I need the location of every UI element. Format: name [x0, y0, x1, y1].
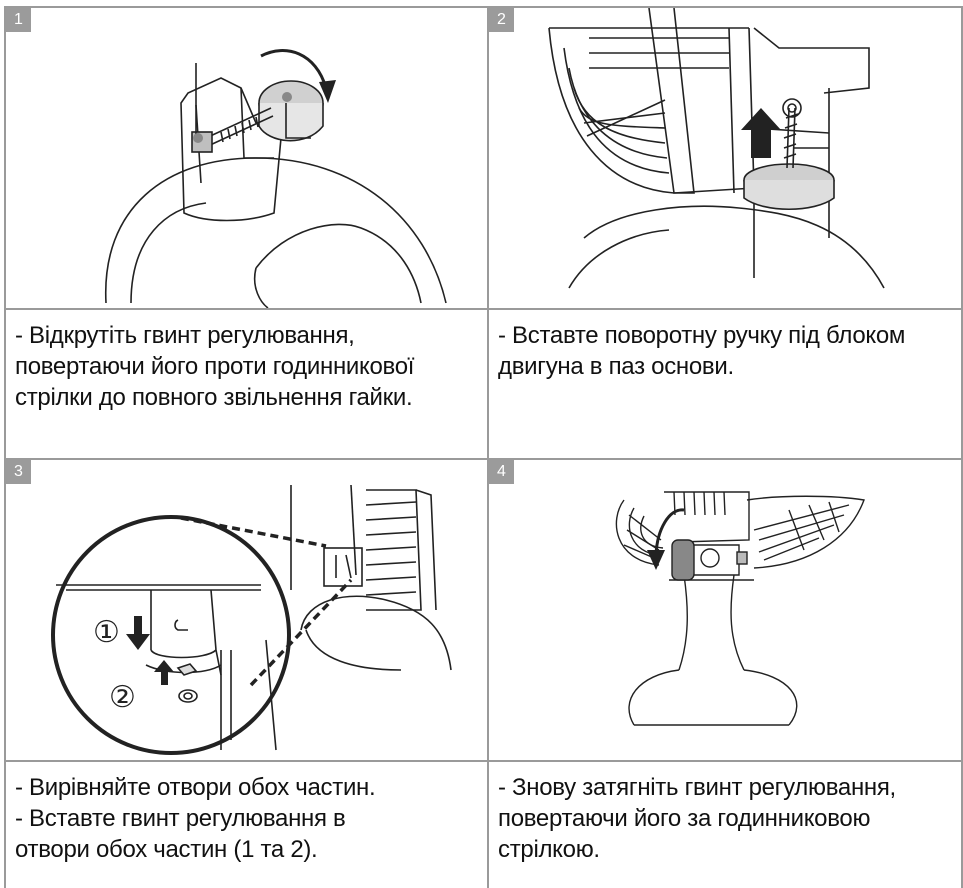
instruction-line: повертаючи його за годинниковою [498, 803, 961, 834]
grid-line-right [961, 6, 963, 888]
step-badge: 4 [489, 460, 514, 484]
step-4-instructions: - Знову затягніть гвинт регулювання, пов… [489, 762, 961, 888]
instruction-line: двигуна в паз основи. [498, 351, 961, 382]
step-badge: 1 [6, 8, 31, 32]
instruction-line: стрілкою. [498, 834, 961, 865]
instruction-line: - Вирівняйте отвори обох частин. [15, 772, 487, 803]
instruction-line: - Вставте поворотну ручку під блоком [498, 320, 961, 351]
step-2-instructions: - Вставте поворотну ручку під блоком дви… [489, 310, 961, 458]
step-3-illustration-cell: ① ② 3 [6, 460, 487, 760]
step-badge: 2 [489, 8, 514, 32]
instruction-line: - Відкрутіть гвинт регулювання, [15, 320, 487, 351]
instruction-line: отвори обох частин (1 та 2). [15, 834, 487, 865]
step-1-instructions: - Відкрутіть гвинт регулювання, повертаю… [6, 310, 487, 458]
step-2-illustration [489, 8, 961, 308]
step-3-illustration: ① ② [6, 460, 487, 760]
step-2-illustration-cell: 2 [489, 8, 961, 308]
step-4-illustration-cell: 4 [489, 460, 961, 760]
step-1-illustration [6, 8, 487, 308]
step-4-illustration [489, 460, 961, 760]
instruction-line: - Знову затягніть гвинт регулювання, [498, 772, 961, 803]
instruction-line: повертаючи його проти годинникової [15, 351, 487, 382]
callout-1: ① [93, 615, 120, 650]
step-badge: 3 [6, 460, 31, 484]
step-1-illustration-cell: 1 [6, 8, 487, 308]
callout-2: ② [109, 680, 136, 715]
step-3-instructions: - Вирівняйте отвори обох частин. - Встав… [6, 762, 487, 888]
instruction-line: - Вставте гвинт регулювання в [15, 803, 487, 834]
instruction-line: стрілки до повного звільнення гайки. [15, 382, 487, 413]
